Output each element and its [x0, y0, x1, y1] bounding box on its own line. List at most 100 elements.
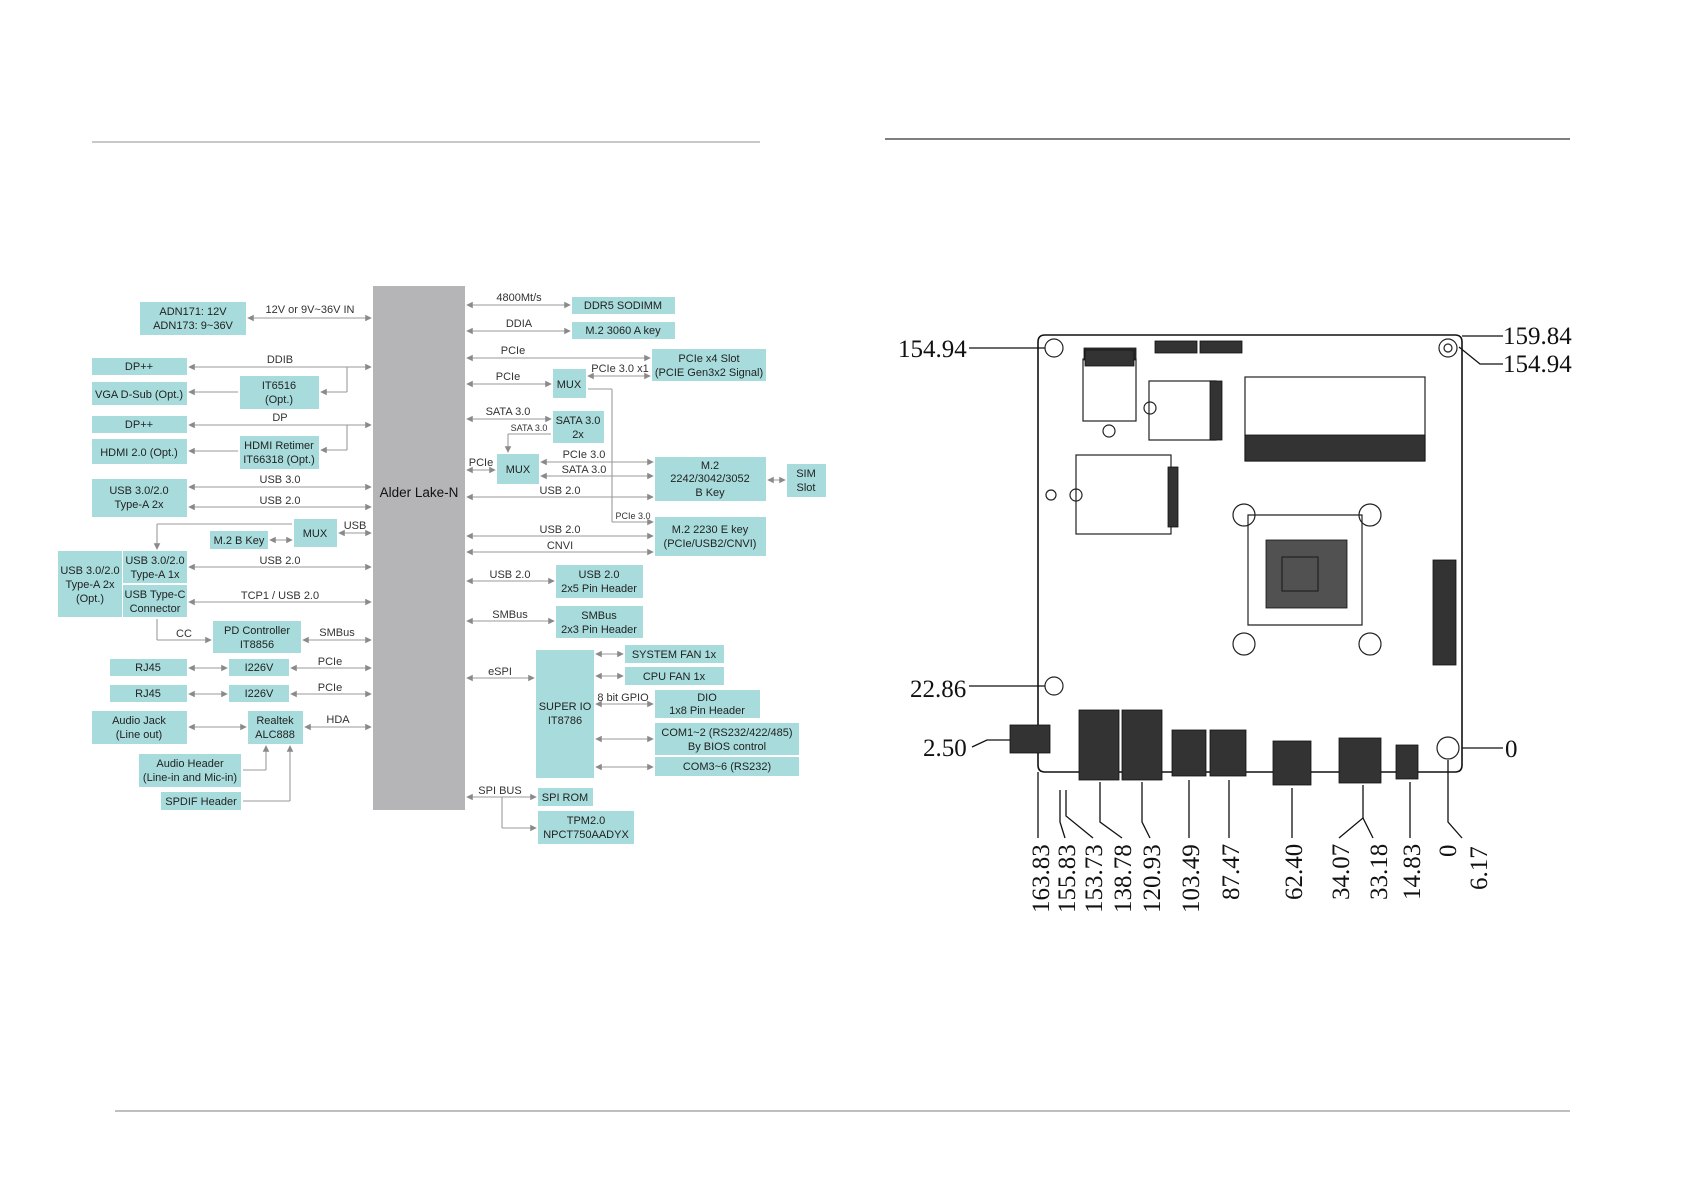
sata30-label: SATA 3.0 [486, 406, 531, 418]
dim-top-left: 154.94 [898, 336, 967, 363]
usb-header-line2: 2x5 Pin Header [561, 583, 637, 595]
lan-port-2 [1121, 709, 1163, 781]
mux-left-label: MUX [303, 528, 328, 540]
dp2-block [92, 416, 187, 433]
dp-label: DP [272, 412, 287, 424]
dim-b-9: 33.18 [1366, 844, 1393, 900]
side-header [1432, 559, 1457, 666]
right-blocks: DDR5 SODIMM M.2 3060 A key PCIe x4 Slot … [497, 297, 826, 844]
vga-block [92, 382, 187, 405]
sim-line2: Slot [797, 482, 816, 494]
mount-hole-top-right [1438, 338, 1458, 358]
usb20a-label: USB 2.0 [260, 495, 301, 507]
power-jack [1009, 724, 1051, 754]
dim-top-right-a: 159.84 [1503, 323, 1572, 350]
dim-b-3: 138.78 [1110, 844, 1137, 913]
pcie1-label: PCIe [318, 656, 342, 668]
mount-hole-top-right-inner [1443, 343, 1453, 353]
tpm-line1: TPM2.0 [567, 815, 606, 827]
sata-line2: 2x [572, 429, 584, 441]
com12-block [655, 723, 799, 755]
smbus-header-line2: 2x3 Pin Header [561, 624, 637, 636]
m2a-label: M.2 3060 A key [585, 325, 661, 337]
pcie-slot-block [652, 349, 766, 381]
pcie-slot-line1: PCIe x4 Slot [678, 353, 739, 365]
cnvi-label: CNVI [547, 540, 573, 552]
dim-b-7: 62.40 [1281, 844, 1308, 900]
heatsink-hole-3 [1232, 632, 1256, 656]
ddr5-block [572, 297, 675, 314]
dim-right-zero: 0 [1505, 736, 1518, 763]
smbus-label: SMBus [319, 627, 355, 639]
tcp-label: TCP1 / USB 2.0 [241, 590, 319, 602]
com12-line1: COM1~2 (RS232/422/485) [661, 727, 792, 739]
m2e-block [655, 517, 766, 556]
sata-block [553, 411, 604, 443]
lan-port-1 [1078, 709, 1120, 781]
usb-c-line1: USB Type-C [125, 589, 186, 601]
spibus-label: SPI BUS [478, 785, 521, 797]
power-line2: ADN173: 9~36V [153, 320, 233, 332]
dim-b-11: 0 [1435, 845, 1462, 858]
heatsink-backplate [1247, 514, 1363, 626]
hda-label: HDA [326, 714, 350, 726]
com12-line2: By BIOS control [688, 741, 766, 753]
cpu-label: Alder Lake-N [380, 485, 459, 500]
realtek-block [248, 711, 303, 744]
dim-b-12: 6.17 [1466, 846, 1493, 890]
it6516-line2: (Opt.) [265, 394, 293, 406]
cpufan-label: CPU FAN 1x [643, 671, 706, 683]
mechanical-drawing: 154.94 22.86 2.50 159.84 154.94 0 163. [898, 323, 1572, 913]
pcie-c-label: PCIe [469, 457, 493, 469]
sata-line1: SATA 3.0 [556, 415, 601, 427]
dio-line1: DIO [697, 692, 717, 704]
smbus2-label: SMBus [492, 609, 528, 621]
ddib-label: DDIB [267, 354, 293, 366]
usb20e-label: USB 2.0 [490, 569, 531, 581]
smbus-header-block [556, 606, 643, 638]
gpio-label: 8 bit GPIO [597, 692, 649, 704]
usb-c-block [123, 585, 187, 617]
bottom-leaders [1037, 760, 1463, 839]
rj45-1-block [110, 659, 187, 676]
pd-line1: PD Controller [224, 625, 290, 637]
block-diagram: Alder Lake-N ADN171: 12V ADN173: 9~36V D… [58, 286, 826, 844]
audio-jack-line2: (Line out) [116, 729, 162, 741]
sysfan-label: SYSTEM FAN 1x [632, 649, 717, 661]
usb20d-label: USB 2.0 [540, 524, 581, 536]
heatsink-hole-2 [1358, 503, 1382, 527]
m2e-line2: (PCIe/USB2/CNVI) [664, 538, 757, 550]
spdif-block [161, 792, 241, 810]
spirom-block [538, 788, 593, 806]
retimer-block [240, 436, 319, 469]
m2b-small-label: M.2 B Key [214, 535, 265, 547]
superio-block [536, 650, 594, 778]
left-connections: 12V or 9V~36V IN DDIB DP USB 3.0 USB 2.0… [153, 304, 372, 802]
i226-1-block [229, 659, 289, 676]
pcie2-label: PCIe [318, 682, 342, 694]
dim-b-8: 34.07 [1328, 844, 1355, 900]
dim-b-0: 163.83 [1028, 844, 1055, 913]
mux1-block [553, 369, 586, 398]
i226-2-label: I226V [245, 688, 274, 700]
sim-line1: SIM [796, 468, 816, 480]
smbus-header-line1: SMBus [581, 610, 617, 622]
dim-b-10: 14.83 [1399, 844, 1426, 900]
dim-top-right-b: 154.94 [1503, 351, 1572, 378]
dim-b-6: 87.47 [1218, 844, 1245, 900]
sysfan-block [625, 645, 724, 663]
m2-b-standoff-1 [1045, 489, 1057, 501]
m2-b-standoff-2 [1069, 488, 1083, 502]
dp1-block [92, 358, 187, 375]
dim-b-4: 120.93 [1139, 844, 1166, 913]
dim-b-2: 153.73 [1081, 844, 1108, 913]
i226-1-label: I226V [245, 662, 274, 674]
hdmi-label: HDMI 2.0 (Opt.) [100, 447, 178, 459]
m2-a-connector [1084, 349, 1135, 367]
pcie30b-label: PCIe 3.0 [615, 511, 650, 521]
pcie-b-label: PCIe [496, 371, 520, 383]
it6516-block [240, 376, 319, 409]
cpu-block [373, 286, 465, 810]
dim-left-mid: 22.86 [910, 676, 966, 703]
